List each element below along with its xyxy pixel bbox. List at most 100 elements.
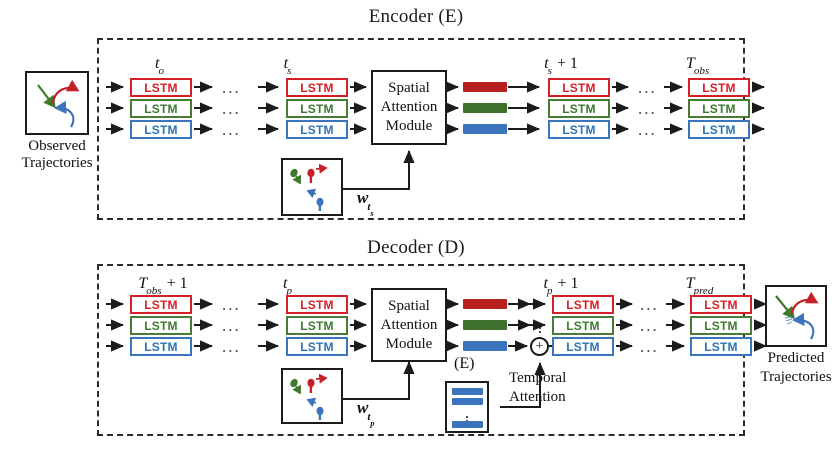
- ts-sub: pred: [693, 285, 714, 298]
- decoder-lstm-blue-t-p-plus-1: LSTM: [552, 337, 614, 356]
- ts-sub: p: [546, 285, 553, 298]
- encoder-weight-connector: [343, 150, 415, 190]
- encoder-input-arrows-col2: [258, 81, 279, 135]
- memory-bar-2: [452, 398, 483, 405]
- ts-base: t: [544, 55, 549, 72]
- ts-suffix: + 1: [552, 55, 578, 72]
- decoder-ellipsis-row2-col3: ...: [640, 316, 659, 335]
- encoder-feature-bar-green: [463, 103, 507, 113]
- decoder-input-arrows-col4: [666, 298, 685, 352]
- decoder-arrows-to-sam: [350, 298, 367, 352]
- encoder-lstm-green-t-o: LSTM: [130, 99, 192, 118]
- decoder-lstm-red-t-p: LSTM: [286, 295, 348, 314]
- decoder-ellipsis-row3-col1: ...: [222, 337, 241, 356]
- encoder-timestep-label-t-o: to: [112, 55, 208, 77]
- predicted-trajectories-caption-line1: Predicted: [767, 350, 825, 366]
- w-subsub: s: [370, 208, 374, 218]
- predicted-trajectories-panel: [765, 285, 827, 347]
- ts-base: T: [685, 55, 695, 72]
- decoder-feature-bar-red: [463, 299, 507, 309]
- encoder-lstm-green-T-obs: LSTM: [688, 99, 750, 118]
- decoder-bar-out-arrows: [508, 298, 531, 352]
- decoder-weight-connector: [343, 361, 415, 400]
- encoder-lstm-red-t-s-plus-1: LSTM: [548, 78, 610, 97]
- decoder-weight-label: wtp: [357, 398, 375, 428]
- encoder-weight-label: wts: [357, 188, 375, 218]
- decoder-timestep-label-T-pred: Tpred: [648, 275, 752, 298]
- ts-sub: obs: [146, 285, 162, 298]
- decoder-lstm-green-T-pred: LSTM: [690, 316, 752, 335]
- decoder-output-arrows-col3: [616, 298, 633, 352]
- decoder-ellipsis-row1-col3: ...: [640, 295, 659, 314]
- encoder-ellipsis-row3-col1: ...: [222, 120, 241, 139]
- decoder-lstm-red-T-obs-plus-1: LSTM: [130, 295, 192, 314]
- w-base: w: [357, 398, 369, 417]
- decoder-timestep-label-t-p: tp: [240, 275, 336, 298]
- encoder-memory-stack: ...: [445, 381, 489, 433]
- decoder-sam-line2: Attention: [380, 316, 438, 333]
- encoder-ellipsis-row1-col3: ...: [638, 78, 657, 97]
- encoder-timestep-label-t-s: ts: [240, 55, 336, 77]
- ts-base: t: [155, 55, 160, 72]
- decoder-lstm-blue-t-p: LSTM: [286, 337, 348, 356]
- observed-trajectories-sketch: [37, 79, 80, 128]
- memory-bar-1: [452, 388, 483, 395]
- decoder-title: Decoder (D): [367, 237, 465, 258]
- encoder-sam-line2: Attention: [380, 99, 438, 115]
- encoder-lstm-green-t-s-plus-1: LSTM: [548, 99, 610, 118]
- memory-vertical-ellipsis: ...: [464, 403, 470, 429]
- decoder-lstm-blue-T-obs-plus-1: LSTM: [130, 337, 192, 356]
- ts-base: t: [543, 275, 548, 292]
- decoder-sam-line3: Module: [385, 335, 433, 352]
- decoder-lstm-green-t-p: LSTM: [286, 316, 348, 335]
- encoder-sam-output-arrows: [446, 81, 459, 135]
- encoder-lstm-green-t-s: LSTM: [286, 99, 348, 118]
- ts-suffix: + 1: [553, 275, 579, 292]
- encoder-reference-label: (E): [454, 355, 475, 372]
- decoder-ellipsis-row1-col1: ...: [222, 295, 241, 314]
- w-subsub: p: [370, 418, 375, 428]
- encoder-sam-line1: Spatial: [388, 80, 430, 96]
- temporal-attention-label-line2: Attention: [509, 389, 566, 405]
- decoder-scene-panel: [281, 368, 343, 424]
- encoder-lstm-red-t-s: LSTM: [286, 78, 348, 97]
- encoder-ellipsis-row1-col1: ...: [222, 78, 241, 97]
- encoder-timestep-label-T-obs: Tobs: [648, 55, 748, 77]
- decoder-input-arrows-col1: [106, 298, 124, 352]
- temporal-attention-connector: [500, 362, 546, 408]
- encoder-scene-sketch: [290, 163, 328, 211]
- encoder-lstm-blue-t-o: LSTM: [130, 120, 192, 139]
- w-sub: t: [367, 411, 371, 424]
- encoder-lstm-red-T-obs: LSTM: [688, 78, 750, 97]
- encoder-title: Encoder (E): [368, 6, 464, 27]
- decoder-final-arrows: [754, 298, 767, 352]
- decoder-output-arrows-col1: [194, 298, 213, 352]
- ts-sub: s: [547, 65, 552, 78]
- encoder-lstm-blue-t-s: LSTM: [286, 120, 348, 139]
- encoder-lstm-blue-T-obs: LSTM: [688, 120, 750, 139]
- predicted-trajectories-sketch: [775, 291, 819, 340]
- decoder-lstm-red-t-p-plus-1: LSTM: [552, 295, 614, 314]
- ts-base: t: [283, 275, 288, 292]
- encoder-timestep-label-t-s-plus-1: ts + 1: [506, 55, 616, 78]
- encoder-feature-bar-blue: [463, 124, 507, 134]
- decoder-sam-line1: Spatial: [388, 297, 430, 314]
- decoder-feature-bar-green: [463, 320, 507, 330]
- decoder-lstm-green-t-p-plus-1: LSTM: [552, 316, 614, 335]
- ts-sub: p: [286, 285, 292, 298]
- encoder-spatial-attention-module: Spatial Attention Module: [371, 70, 447, 145]
- observed-trajectories-panel: [25, 71, 89, 135]
- decoder-scene-sketch: [290, 373, 328, 420]
- decoder-ellipsis-row3-col3: ...: [640, 337, 659, 356]
- decoder-timestep-label-t-p-plus-1: tp + 1: [506, 275, 616, 298]
- encoder-bar-to-next-arrows: [508, 81, 540, 135]
- temporal-attention-label-line1: Temporal: [509, 370, 567, 386]
- encoder-lstm-blue-t-s-plus-1: LSTM: [548, 120, 610, 139]
- ts-base: t: [283, 55, 289, 72]
- decoder-lstm-green-T-obs-plus-1: LSTM: [130, 316, 192, 335]
- encoder-ellipsis-row3-col3: ...: [638, 120, 657, 139]
- encoder-lstm-red-t-o: LSTM: [130, 78, 192, 97]
- decoder-lstm-red-T-pred: LSTM: [690, 295, 752, 314]
- temporal-attention-sum-node: +: [530, 337, 549, 356]
